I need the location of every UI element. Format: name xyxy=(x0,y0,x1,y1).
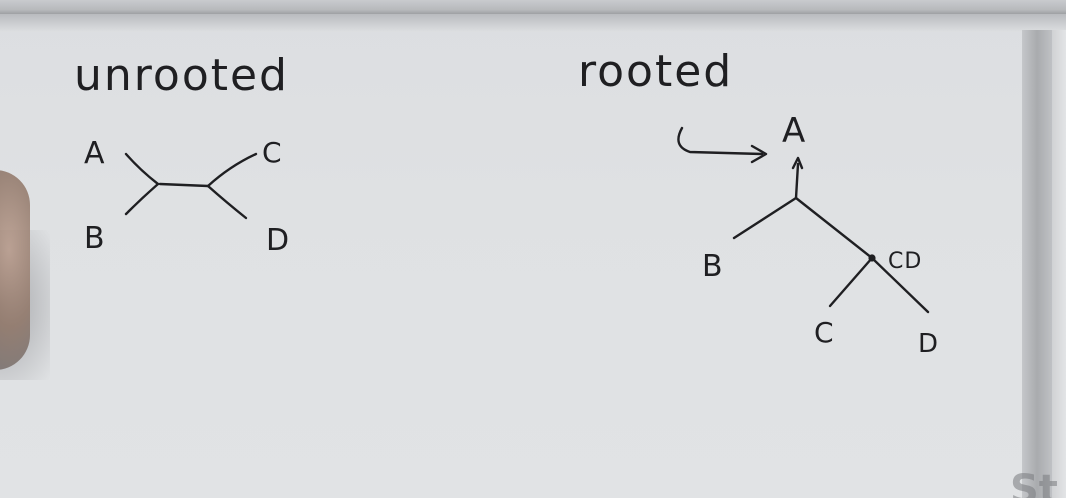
rooted-leaf-b: B xyxy=(702,249,723,284)
top-frame-shadow xyxy=(0,14,1066,32)
unrooted-leaf-a: A xyxy=(84,136,105,171)
unrooted-edge-a xyxy=(124,152,160,186)
rooted-leaf-c: C xyxy=(814,316,834,349)
root-arrow-head xyxy=(750,144,768,164)
rooted-internal-node-label: CD xyxy=(888,249,922,274)
unrooted-heading: unrooted xyxy=(74,50,289,101)
unrooted-leaf-d: D xyxy=(266,223,289,258)
unrooted-leaf-b: B xyxy=(84,221,105,256)
presenter-hand xyxy=(0,170,30,370)
rooted-edge-d xyxy=(870,256,930,314)
arrow-right-icon xyxy=(677,126,768,164)
rooted-edge-c xyxy=(828,256,874,308)
unrooted-edge-d xyxy=(206,184,248,220)
rooted-heading: rooted xyxy=(578,46,733,97)
whiteboard-right-rail xyxy=(1022,30,1052,498)
whiteboard-right-edge xyxy=(1052,30,1066,498)
rooted-internal-node-dot xyxy=(868,254,876,262)
unrooted-edge-b xyxy=(124,182,160,216)
rooted-leaf-a: A xyxy=(782,111,805,151)
rooted-tree: rooted A B C D CD xyxy=(578,46,938,359)
unrooted-edge-c xyxy=(206,152,258,188)
unrooted-leaf-c: C xyxy=(262,136,282,169)
unrooted-internal-edge xyxy=(158,182,210,188)
root-arrow-shaft xyxy=(677,126,764,156)
corner-watermark: St xyxy=(1010,467,1058,498)
rooted-edge-a-tip xyxy=(791,156,804,170)
whiteboard-top-frame xyxy=(0,0,1066,14)
rooted-edge-cd xyxy=(794,196,874,260)
rooted-edge-b xyxy=(732,196,798,240)
rooted-edge-a xyxy=(794,162,800,200)
rooted-leaf-d: D xyxy=(918,329,938,359)
unrooted-tree: unrooted A B C D xyxy=(74,50,289,258)
